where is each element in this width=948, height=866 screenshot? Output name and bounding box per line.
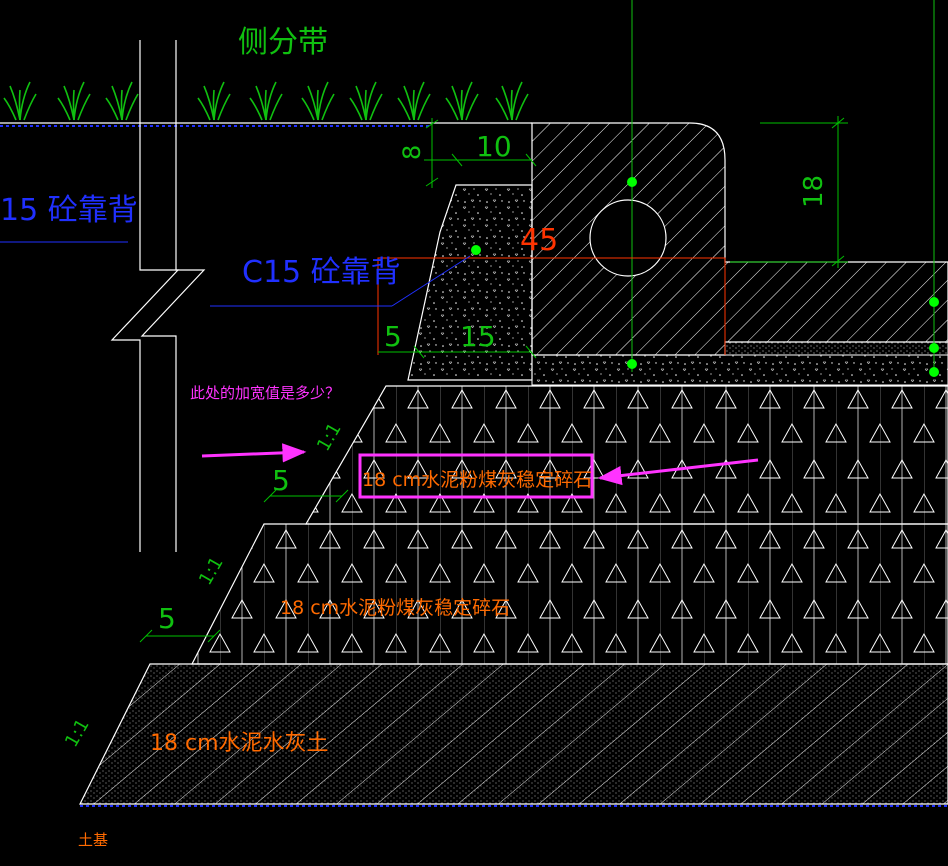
grass-icon	[3, 81, 37, 121]
dim-5a: 5	[384, 320, 402, 353]
sand-bed	[724, 341, 948, 356]
slope-label-1: 1:1	[313, 419, 346, 455]
slope-label-2: 1:1	[195, 553, 228, 589]
grass-icon	[495, 81, 529, 121]
grass-icon	[301, 81, 335, 121]
layer2-label: 18 cm水泥粉煤灰稳定碎石	[280, 597, 510, 619]
layer3-texture	[80, 664, 948, 804]
backfill-c15-label: C15 砼靠背	[242, 255, 401, 290]
break-line	[140, 40, 206, 552]
concrete-backfill	[407, 184, 533, 381]
drain-pipe	[589, 199, 667, 277]
dim-5c: 5	[158, 602, 176, 635]
layer3-label: 18 cm水泥水灰土	[150, 731, 329, 756]
grass-icon	[445, 81, 479, 121]
grass-icon	[349, 81, 383, 121]
dim-45: 45	[520, 223, 558, 258]
dim-15: 15	[460, 320, 496, 353]
dim-10: 10	[476, 130, 512, 163]
grass-icon	[249, 81, 283, 121]
subgrade-label: 土基	[78, 831, 108, 849]
arrow-left	[597, 458, 759, 486]
dimension-lines	[139, 116, 848, 643]
bedding-layer	[531, 354, 948, 386]
grass-icon	[57, 81, 91, 121]
grass-icon	[105, 81, 139, 121]
dim-8: 8	[398, 145, 426, 160]
median-strip-label: 侧分带	[238, 25, 328, 60]
slope-label-3: 1:1	[61, 715, 94, 751]
highlight-box	[358, 453, 594, 499]
backfill-left-label: 15 砼靠背	[0, 193, 138, 228]
dim-18: 18	[799, 175, 829, 208]
arrow-right	[201, 443, 307, 463]
grass-row	[3, 81, 529, 121]
node-markers	[471, 177, 939, 377]
grass-icon	[197, 81, 231, 121]
grass-icon	[397, 81, 431, 121]
layer1-label: 18 cm水泥粉煤灰稳定碎石	[362, 469, 592, 491]
question-label: 此处的加宽值是多少？	[190, 384, 340, 402]
leader-line	[391, 255, 471, 307]
layer2-stabilized-gravel	[191, 523, 948, 665]
dim-5b: 5	[272, 464, 290, 497]
layer1-stabilized-gravel	[304, 385, 948, 525]
break-line	[110, 40, 180, 552]
